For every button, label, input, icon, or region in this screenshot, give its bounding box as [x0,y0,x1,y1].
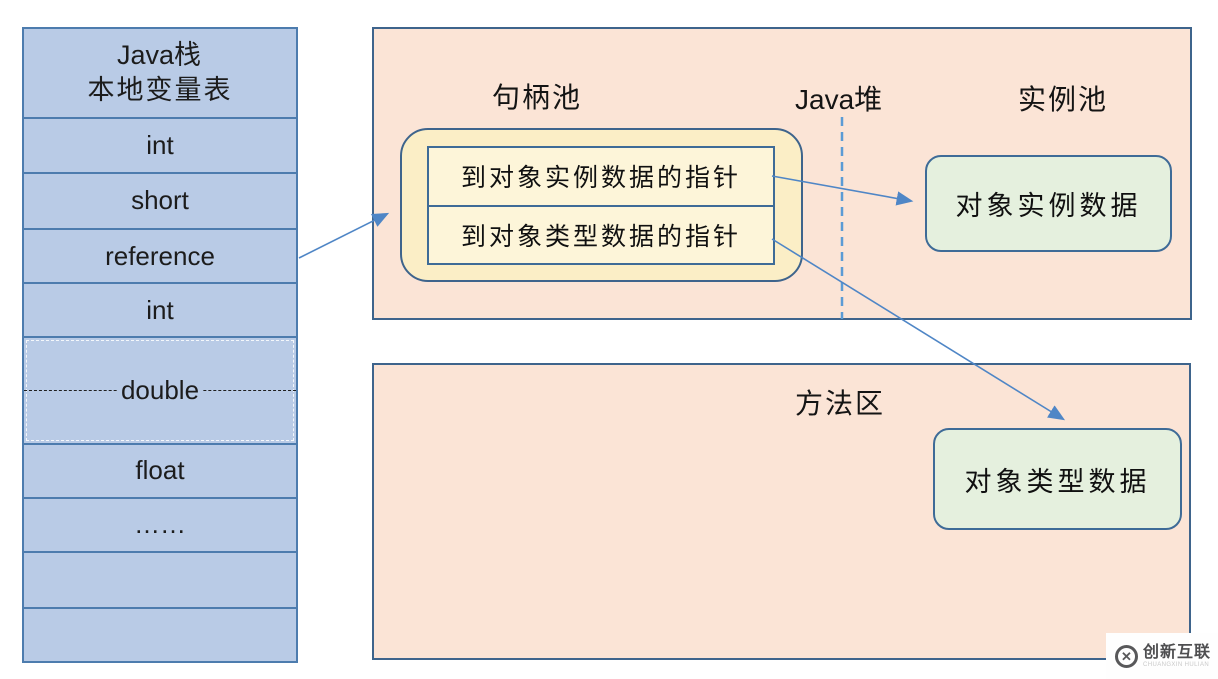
stack-row-empty2 [24,607,296,661]
pointer-to-instance-data-cell: 到对象实例数据的指针 [429,148,773,205]
watermark-subtext: CHUANGXIN HULIAN [1143,661,1210,668]
stack-local-variable-table: Java栈 本地变量表 int short reference int doub… [22,27,298,663]
object-instance-data-box: 对象实例数据 [925,155,1172,252]
watermark: ✕ 创新互联 CHUANGXIN HULIAN [1106,633,1218,679]
stack-row-short: short [24,171,296,229]
method-area-label: 方法区 [795,389,886,420]
stack-row-int2: int [24,282,296,336]
stack-row-reference: reference [24,228,296,282]
stack-title-line1: Java栈 [116,39,204,70]
stack-row-int1: int [24,116,296,172]
watermark-brand: 创新互联 [1143,644,1212,662]
instance-pool-label: 实例池 [1018,85,1109,116]
pointer-to-type-data-cell: 到对象类型数据的指针 [429,204,773,263]
stack-row-empty1 [24,551,296,607]
watermark-logo-icon: ✕ [1115,644,1138,668]
handle-pointer-table: 到对象实例数据的指针 到对象类型数据的指针 [427,146,775,265]
handle-box: 到对象实例数据的指针 到对象类型数据的指针 [400,128,803,282]
stack-row-double: double [24,336,296,443]
stack-row-ellipsis: …… [24,496,296,552]
java-heap-label: Java堆 [795,84,883,116]
handle-pool-label: 句柄池 [492,83,583,114]
object-type-data-box: 对象类型数据 [933,428,1182,530]
stack-table-header: Java栈 本地变量表 [24,29,296,117]
stack-title-line2: 本地变量表 [87,74,233,105]
stack-row-double-label: double [117,374,203,406]
stack-row-float: float [24,442,296,497]
